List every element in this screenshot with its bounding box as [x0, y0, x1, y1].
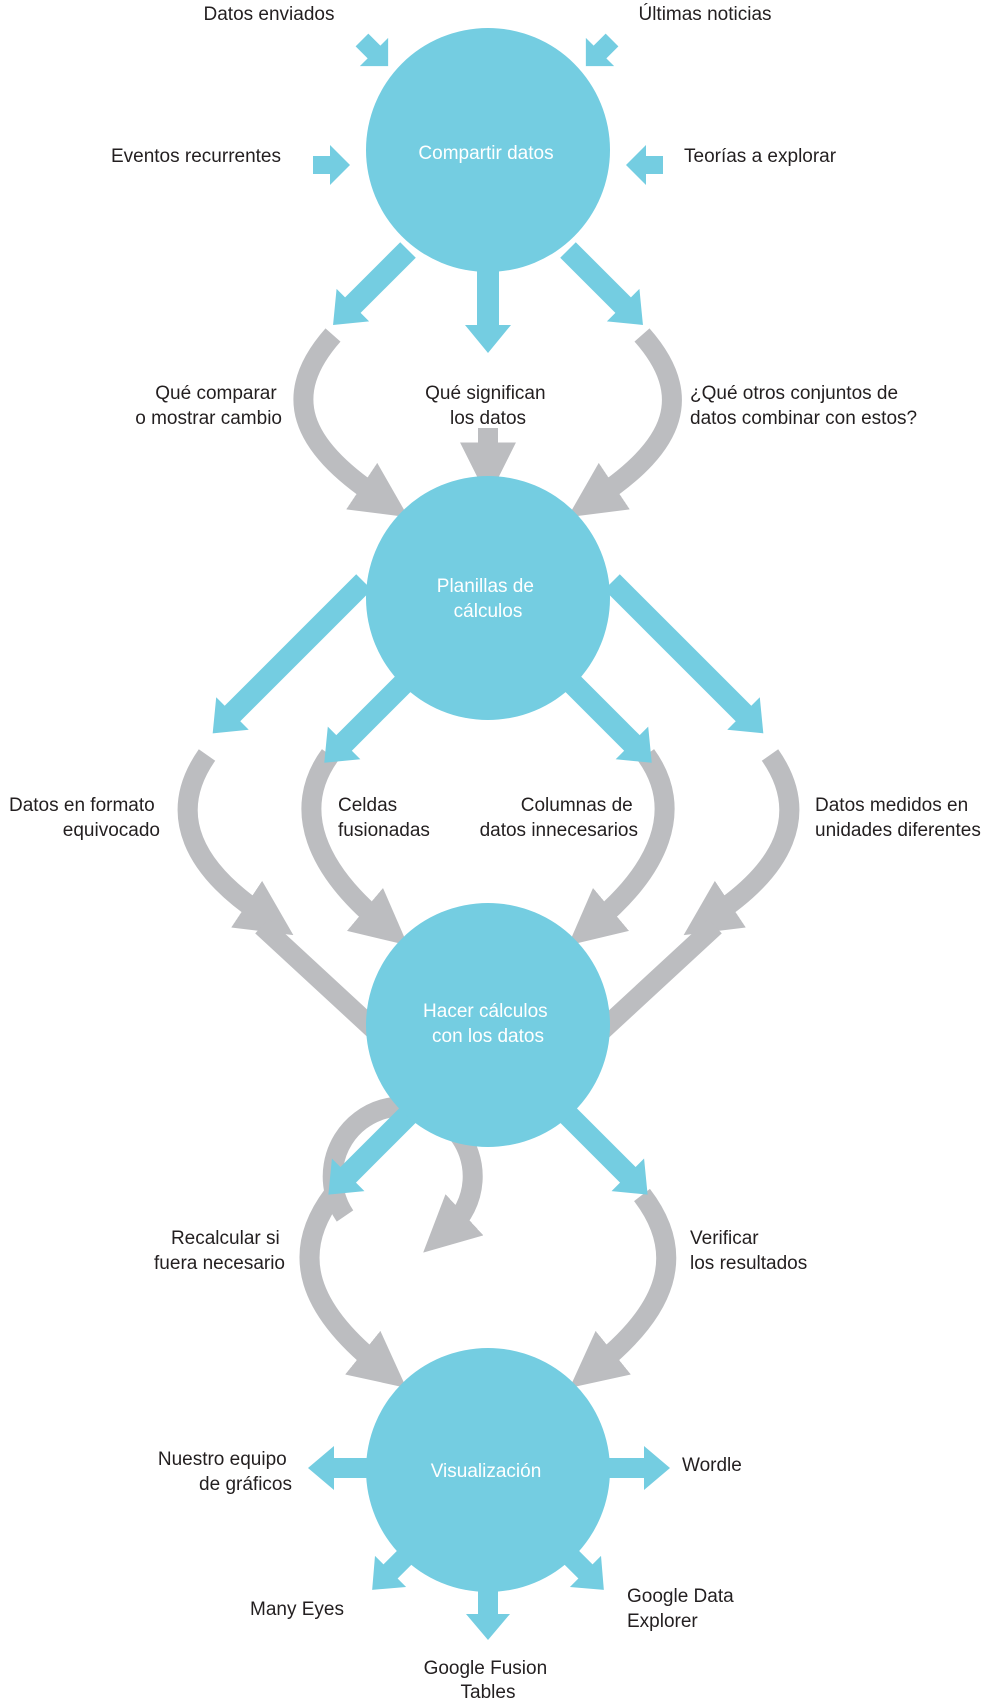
- blue-arrows: [212, 33, 764, 1640]
- output-arrow-wordle: [608, 1446, 670, 1490]
- label-compare: Qué comparar o mostrar cambio: [135, 383, 282, 429]
- input-arrow-sent-data: [355, 33, 389, 67]
- label-google-fusion-tables: Google Fusion Tables: [424, 1658, 553, 1701]
- blue-arrow-to-recalc: [328, 1106, 417, 1195]
- gray-arrow-compare: [293, 328, 409, 518]
- label-wrong-format: Datos en formato equivocado: [9, 795, 160, 841]
- gray-arrow-units-tail: [590, 918, 722, 1043]
- node-visualize-circle: [366, 1348, 610, 1592]
- gray-arrow-other-sets: [567, 328, 682, 518]
- label-other-sets: ¿Qué otros conjuntos de datos combinar c…: [690, 383, 917, 429]
- node-share-label: Compartir datos: [418, 143, 553, 164]
- label-meaning: Qué significan los datos: [425, 383, 551, 429]
- node-share-circle: [366, 28, 610, 272]
- input-arrow-theories: [626, 145, 663, 185]
- node-visualize-label: Visualización: [431, 1461, 542, 1482]
- gray-arrow-merged: [301, 749, 408, 946]
- gray-arrow-format: [177, 749, 294, 936]
- label-recurring-events: Eventos recurrentes: [111, 146, 281, 167]
- blue-arrow-to-format: [212, 574, 372, 734]
- blue-arrow-to-verify: [559, 1106, 648, 1195]
- output-arrow-graphics-team: [308, 1446, 370, 1490]
- label-latest-news: Últimas noticias: [638, 3, 771, 25]
- gray-arrow-verify: [569, 1188, 677, 1388]
- gray-arrow-format-tail: [255, 918, 387, 1043]
- label-theories: Teorías a explorar: [684, 146, 837, 167]
- label-recalculate: Recalcular si fuera necesario: [154, 1228, 285, 1274]
- label-unneeded-columns: Columnas de datos innecesarios: [480, 795, 638, 841]
- label-graphics-team: Nuestro equipo de gráficos: [158, 1449, 292, 1495]
- node-calculate-label: Hacer cálculos con los datos: [423, 1001, 553, 1047]
- label-sent-data: Datos enviados: [204, 4, 335, 25]
- input-arrow-latest-news: [585, 33, 619, 67]
- label-different-units: Datos medidos en unidades diferentes: [815, 795, 981, 841]
- blue-arrow-to-compare: [333, 242, 416, 325]
- label-wordle: Wordle: [682, 1455, 742, 1476]
- gray-arrow-recalc: [299, 1189, 407, 1388]
- input-arrow-recurring: [313, 145, 350, 185]
- node-spreadsheets-circle: [366, 476, 610, 720]
- label-verify: Verificar los resultados: [690, 1228, 807, 1274]
- blue-arrow-to-unneeded: [561, 672, 652, 763]
- label-merged-cells: Celdas fusionadas: [338, 795, 430, 841]
- process-nodes: [366, 28, 610, 1592]
- gray-arrow-unneeded: [568, 749, 675, 946]
- blue-arrow-to-meaning: [465, 262, 511, 353]
- node-spreadsheets-label: Planillas de cálculos: [437, 576, 539, 622]
- label-google-data-explorer: Google Data Explorer: [627, 1586, 739, 1632]
- blue-arrow-to-merged: [324, 672, 415, 763]
- blue-arrow-to-other-sets: [560, 242, 643, 325]
- gray-arrow-units: [683, 749, 800, 936]
- blue-arrow-to-units: [604, 574, 764, 734]
- node-calculate-circle: [366, 903, 610, 1147]
- label-many-eyes: Many Eyes: [250, 1599, 344, 1620]
- output-arrow-fusion-tables: [466, 1578, 510, 1640]
